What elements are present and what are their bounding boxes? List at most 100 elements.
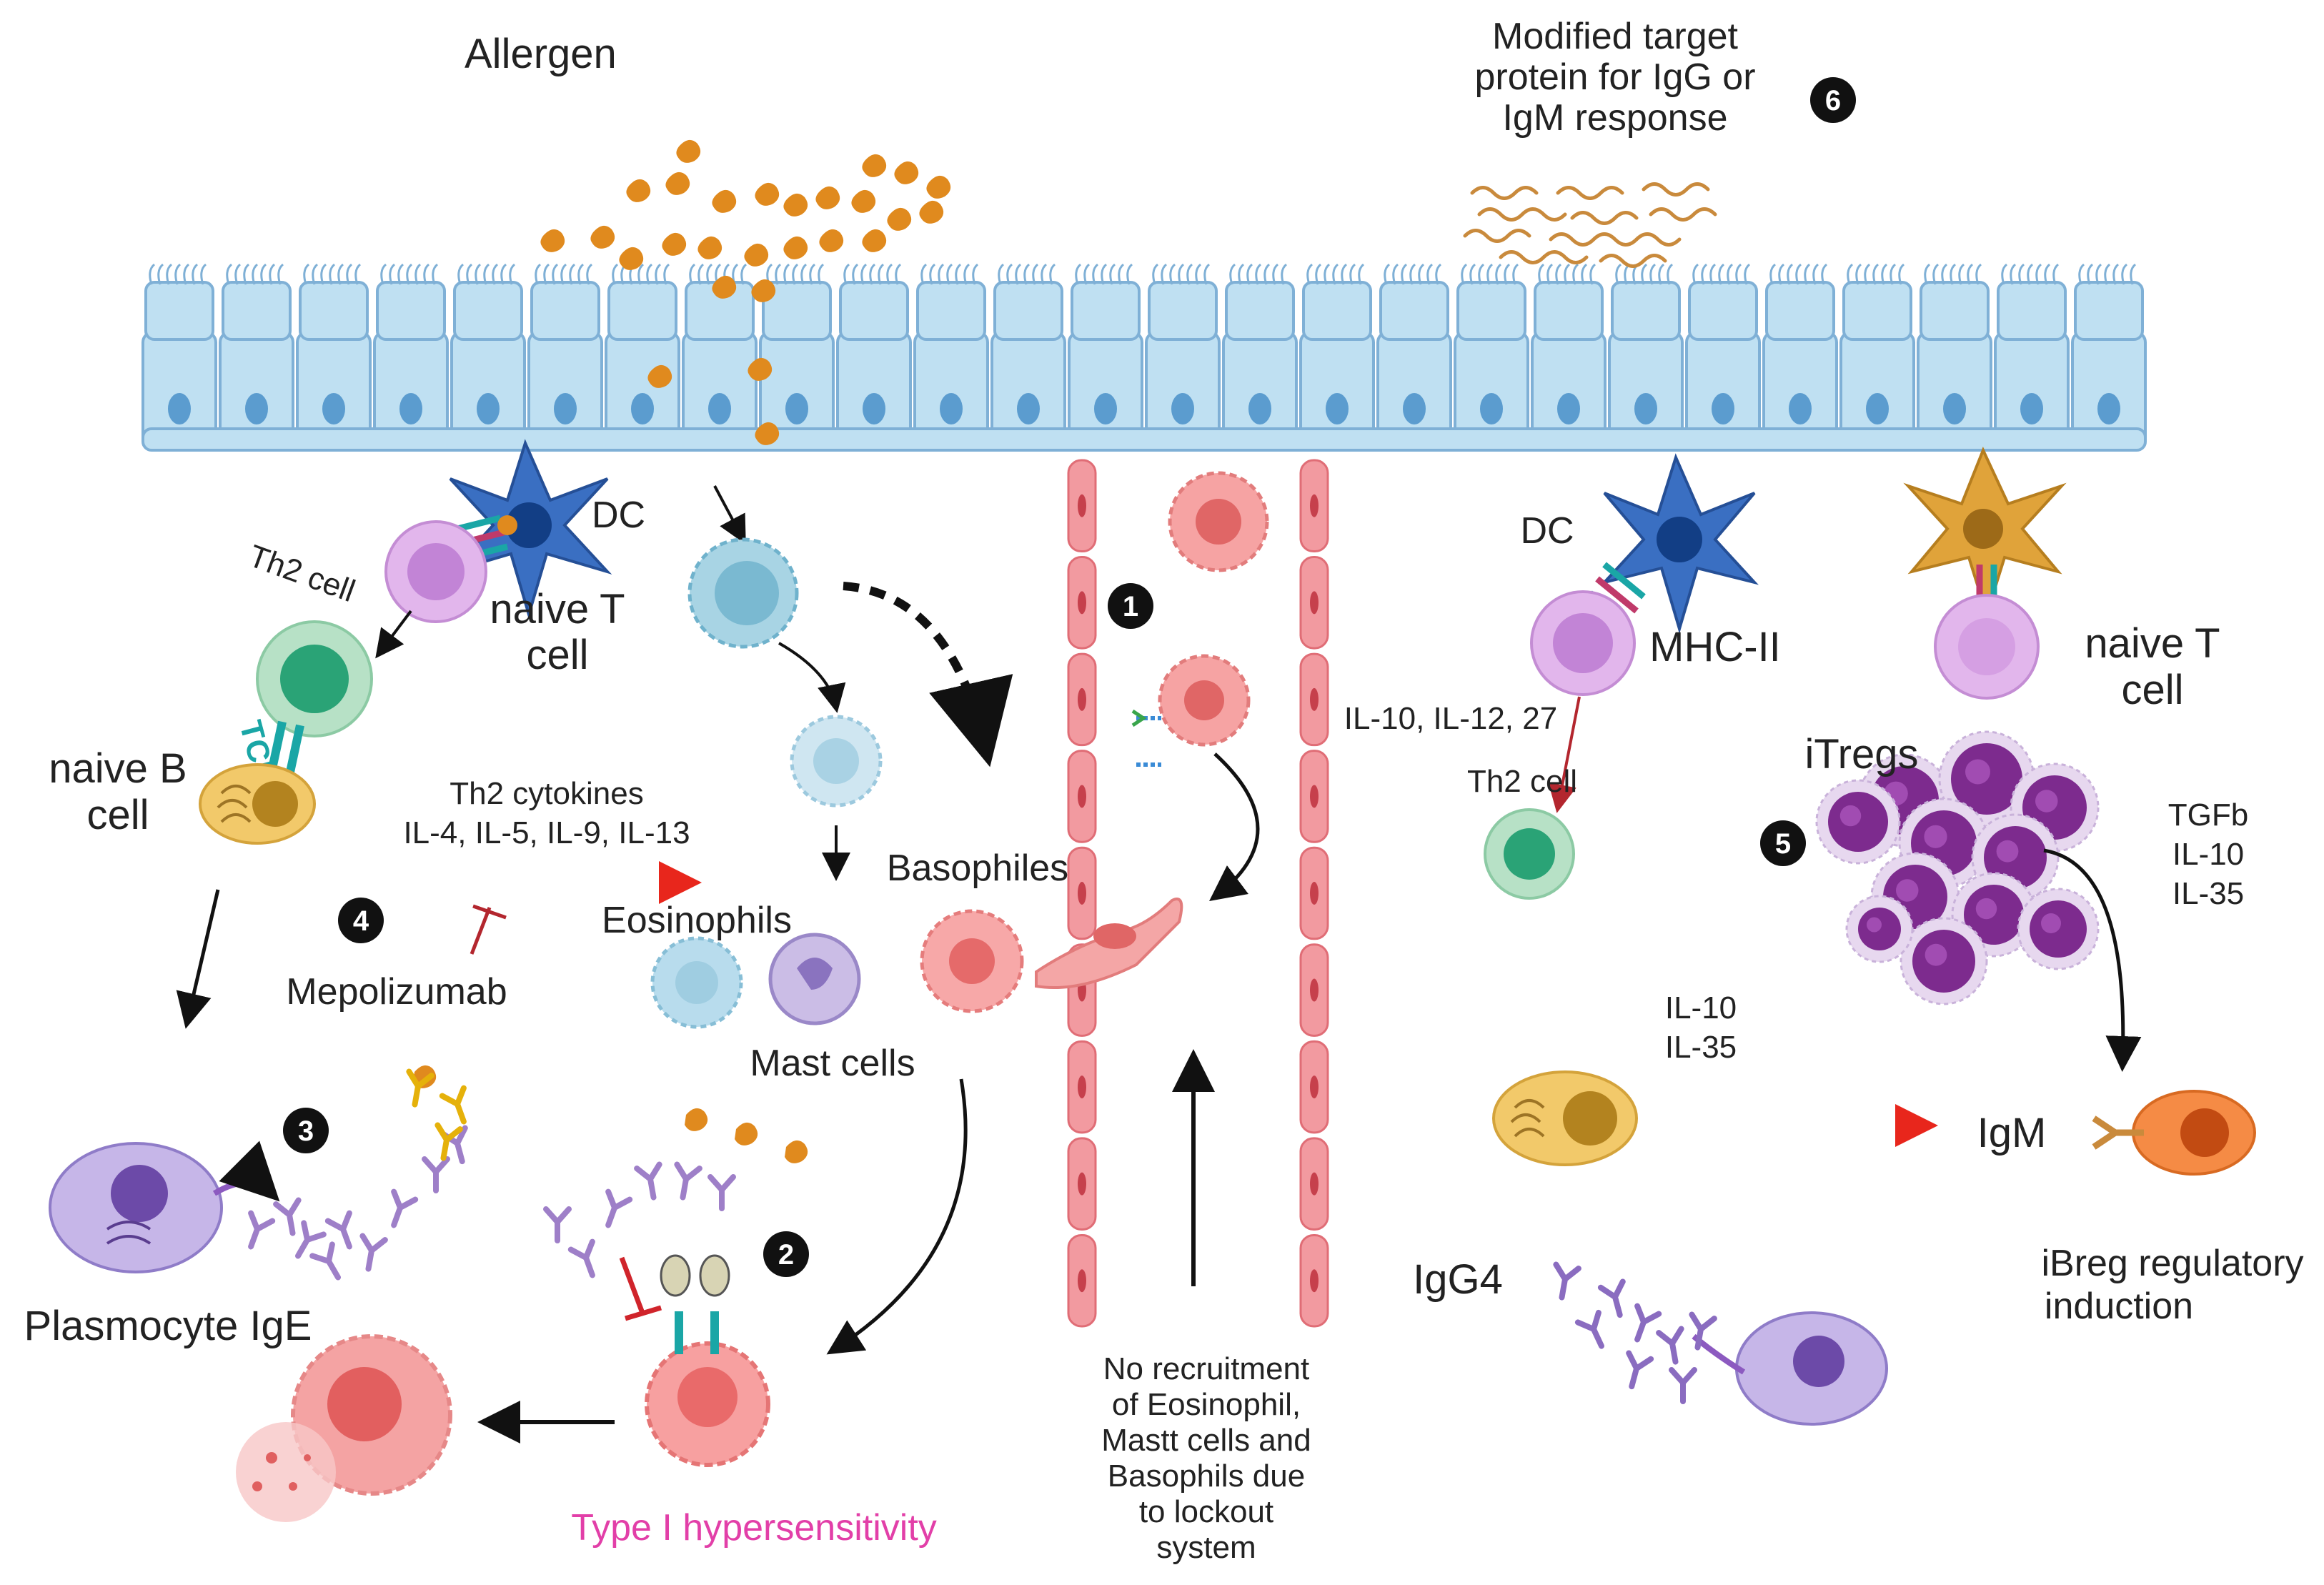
epithelial-nucleus xyxy=(477,393,500,424)
label-tgfb-1: TGFb xyxy=(2168,798,2248,833)
allergen-particle xyxy=(783,193,808,217)
epithelial-nucleus xyxy=(940,393,963,424)
epithelial-nucleus xyxy=(1171,393,1194,424)
epithelial-nucleus xyxy=(2020,393,2043,424)
allergen-particle xyxy=(665,172,690,195)
epithelial-cell xyxy=(1222,263,1298,448)
allergen-particles xyxy=(413,139,951,1163)
label-igg4: IgG4 xyxy=(1413,1256,1503,1303)
label-modified-target-3: IgM response xyxy=(1502,97,1727,139)
itreg-cell xyxy=(1900,917,1988,1005)
badge-1: 1 xyxy=(1108,583,1153,629)
label-mepolizumab: Mepolizumab xyxy=(286,971,507,1013)
allergen-particle xyxy=(540,229,565,252)
epithelial-cell xyxy=(1454,263,1529,448)
antibody-blocking-inhibitor xyxy=(619,1256,662,1321)
label-naive-b-2: cell xyxy=(86,792,149,838)
epithelial-cell xyxy=(1839,263,1915,448)
naive-t-cell-right xyxy=(1934,594,2040,700)
naive-t-cell-center-right xyxy=(1530,590,1636,696)
ige-antibody xyxy=(324,1210,352,1250)
svg-text:5: 5 xyxy=(1775,828,1791,860)
allergen-particle xyxy=(862,154,887,177)
vessel-endothelial-cell xyxy=(1067,1040,1097,1134)
epithelial-nucleus xyxy=(1866,393,1889,424)
igg4-antibody xyxy=(1634,1303,1662,1343)
vessel-endothelial-cell xyxy=(1299,846,1329,940)
ige-antibody xyxy=(359,1233,388,1272)
mast-cell xyxy=(768,933,861,1025)
epithelial-nucleus xyxy=(168,393,191,424)
label-plasmocyte-ige: Plasmocyte IgE xyxy=(24,1303,312,1349)
vessel-endothelial-cell xyxy=(1067,652,1097,747)
allergen-particle xyxy=(712,275,737,299)
label-naive-t-left-1: naive T xyxy=(490,586,625,632)
ige-antibody-yellow xyxy=(434,1122,463,1161)
igg4-antibodies xyxy=(1553,1261,1717,1404)
label-allergen: Allergen xyxy=(465,31,617,77)
epithelial-cell xyxy=(373,263,449,448)
label-il10-il35-2: IL-35 xyxy=(1665,1030,1737,1065)
label-no-recruit-6: system xyxy=(1156,1530,1256,1565)
ige-antibody xyxy=(273,1197,302,1236)
epithelial-cell xyxy=(1994,263,2070,448)
allergen-particle xyxy=(783,236,808,259)
epithelial-nucleus xyxy=(785,393,808,424)
epithelial-cell xyxy=(219,263,294,448)
allergen-particle xyxy=(755,422,780,445)
label-dc-left: DC xyxy=(592,495,645,536)
arrow-to-th2-right xyxy=(1548,696,1581,813)
vessel-endothelial-cell xyxy=(1299,750,1329,843)
badge-4: 4 xyxy=(338,898,384,943)
epithelial-nucleus xyxy=(1943,393,1966,424)
plasmocyte-ige xyxy=(49,1141,280,1273)
dashed-arrow-to-basophiles xyxy=(843,582,1013,767)
vessel-endothelial-cell xyxy=(1067,459,1097,553)
allergen-particle xyxy=(590,225,615,249)
epithelial-cell xyxy=(759,263,835,448)
migrating-cell xyxy=(1035,898,1183,989)
vessel-endothelial-cell xyxy=(1299,652,1329,747)
ige-antibody xyxy=(422,1156,450,1193)
vessel-endothelial-cell xyxy=(1299,459,1329,553)
epithelial-nucleus xyxy=(708,393,731,424)
degranulating-mast-cell xyxy=(236,1334,452,1522)
label-th2-cytokines-2: IL-4, IL-5, IL-9, IL-13 xyxy=(403,815,690,850)
allergen-particle xyxy=(748,357,773,381)
epithelial-cell xyxy=(605,263,680,448)
epithelial-cell xyxy=(1762,263,1838,448)
mepolizumab-inhibitor xyxy=(470,904,507,955)
vessel-endothelial-cell xyxy=(1299,943,1329,1037)
label-no-recruit-5: to lockout xyxy=(1139,1494,1273,1529)
epithelial-nucleus xyxy=(1403,393,1426,424)
ige-antibody xyxy=(674,1161,702,1201)
allergen-particle xyxy=(785,1140,808,1163)
badge-2: 2 xyxy=(763,1231,809,1277)
plasmocyte-igg4 xyxy=(1692,1311,1888,1426)
vessel-endothelial-cell xyxy=(1067,846,1097,940)
epithelial-cell xyxy=(1376,263,1452,448)
label-mhc-ii: MHC-II xyxy=(1649,624,1781,670)
itreg-cell xyxy=(1815,779,1901,865)
label-il10-il35-1: IL-10 xyxy=(1665,990,1737,1025)
circulating-cell-top xyxy=(1168,471,1269,572)
label-tgfb-2: IL-10 xyxy=(2172,837,2244,872)
allergen-particle xyxy=(894,161,919,184)
igg4-antibody xyxy=(1597,1278,1626,1318)
allergen-particle xyxy=(712,189,737,213)
vessel-endothelial-cell xyxy=(1299,1040,1329,1134)
label-il-10-12-27: IL-10, IL-12, 27 xyxy=(1344,701,1557,736)
circulating-cell-middle xyxy=(1131,654,1251,767)
ige-antibody xyxy=(634,1161,662,1201)
itreg-cell xyxy=(1845,895,1914,963)
label-mast-cells: Mast cells xyxy=(750,1043,915,1084)
ige-antibody xyxy=(543,1206,572,1243)
epithelial-cell xyxy=(141,263,217,448)
svg-text:6: 6 xyxy=(1825,85,1841,116)
epithelial-nucleus xyxy=(631,393,654,424)
th2-cell-top-left xyxy=(384,520,487,623)
badge-5: 5 xyxy=(1760,820,1806,866)
dendritic-cell-right xyxy=(1600,453,1759,635)
itreg-cell xyxy=(2017,888,2100,970)
allergen-particle xyxy=(862,229,887,252)
